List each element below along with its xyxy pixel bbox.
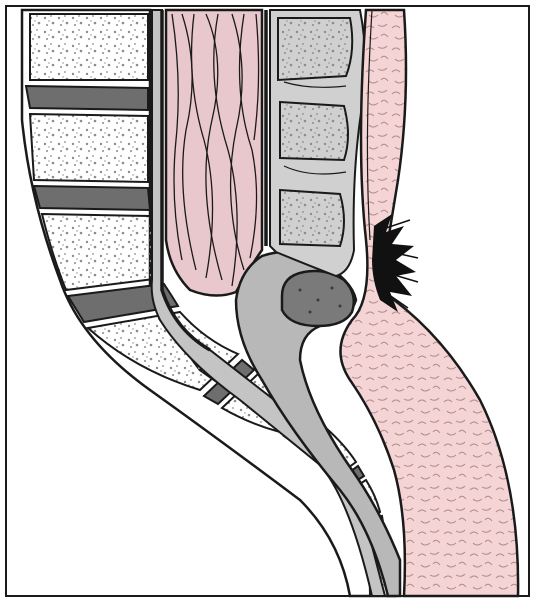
spinal-cord-icon	[166, 10, 262, 296]
vertebral-body-icon	[30, 114, 148, 182]
intervertebral-disc-icon	[34, 186, 150, 210]
spinous-process	[280, 190, 344, 246]
mass-icon	[282, 271, 354, 326]
vertebral-body-icon	[30, 14, 148, 80]
spinous-process	[280, 102, 348, 160]
intervertebral-disc-icon	[26, 86, 148, 110]
spinous-process	[278, 18, 352, 80]
